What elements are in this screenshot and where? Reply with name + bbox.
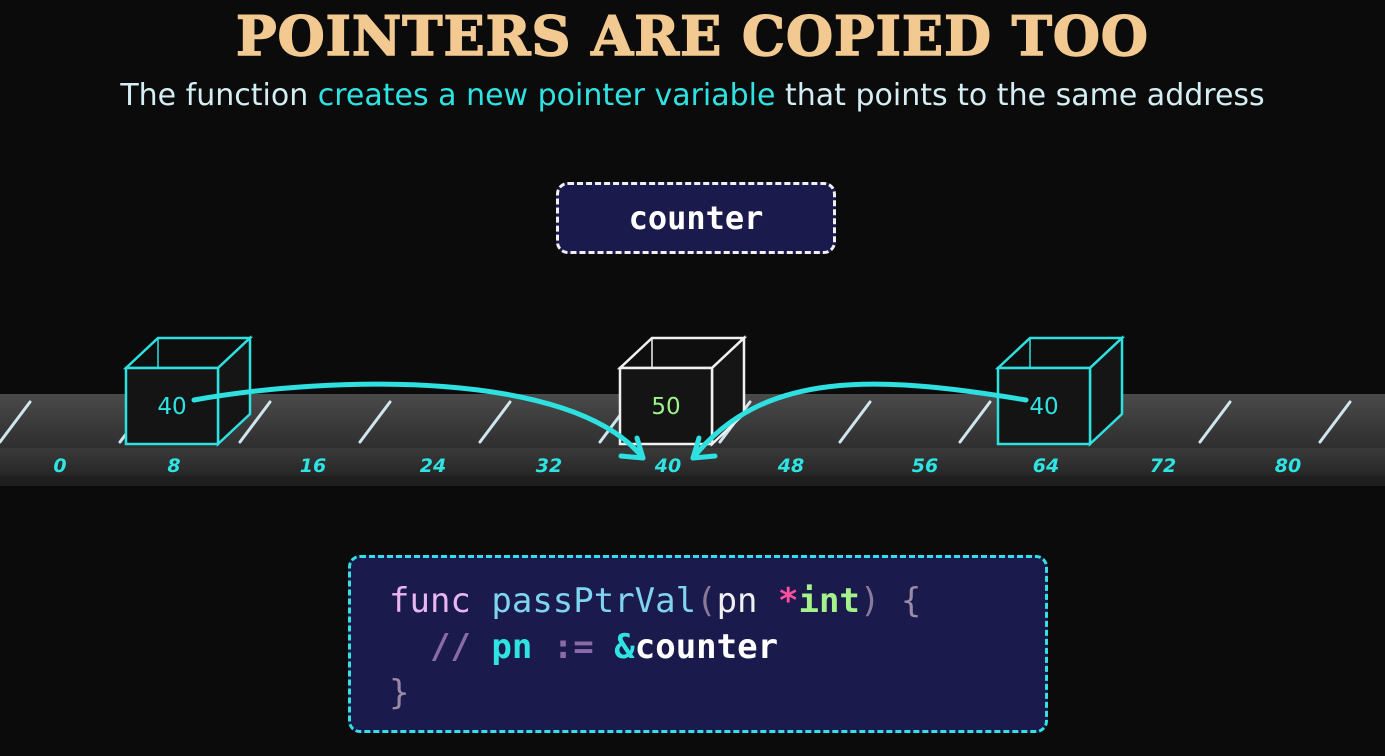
subtitle-part2: that points to the same address [775, 78, 1265, 113]
box-front [996, 366, 1092, 446]
box-value: 50 [651, 394, 680, 420]
box-front [124, 366, 220, 446]
code-snippet: func passPtrVal(pn *int) { // pn := &cou… [348, 555, 1048, 733]
track-slash [958, 400, 992, 444]
address-label: 64 [1033, 455, 1059, 477]
address-label: 16 [300, 455, 326, 477]
box-value: 40 [157, 394, 186, 420]
code-assign-op: := [552, 627, 594, 667]
address-label: 56 [912, 455, 938, 477]
address-label: 80 [1275, 455, 1301, 477]
code-comment-marker: // [429, 627, 471, 667]
subtitle-highlight: creates a new pointer variable [317, 78, 776, 113]
track-slash [478, 400, 512, 444]
code-pointer-star: * [778, 581, 799, 621]
box-front [618, 366, 714, 446]
address-label: 24 [420, 455, 446, 477]
memory-box: 40 [122, 335, 254, 447]
address-label: 48 [777, 455, 804, 477]
page-title: POINTERS ARE COPIED TOO [235, 3, 1149, 69]
track-slash [1318, 400, 1352, 444]
arrow-head [618, 435, 646, 461]
track-slash [238, 400, 272, 444]
code-open-brace: { [900, 581, 922, 621]
address-label: 40 [654, 455, 681, 477]
track-slash [358, 400, 392, 444]
pointer-arrow [191, 381, 646, 461]
subtitle-part1: The function [120, 78, 318, 113]
code-line-1: func passPtrVal(pn *int) { [389, 578, 1045, 624]
code-param-name: pn [716, 581, 758, 621]
address-label: 8 [167, 455, 180, 477]
code-line-3: } [389, 670, 1045, 716]
track-slash [1198, 400, 1232, 444]
code-ref-counter: counter [634, 627, 779, 667]
code-keyword-func: func [389, 581, 471, 621]
code-close-paren: ) [859, 581, 881, 621]
code-function-name: passPtrVal [491, 581, 697, 621]
memory-diagram: 40 50 40 0 8 16 24 32 40 48 56 64 72 80 [0, 335, 1385, 486]
code-line-2: // pn := &counter [389, 624, 1045, 670]
arrow-head [690, 435, 718, 461]
address-label: 0 [53, 455, 66, 477]
variable-label-box: counter [556, 182, 836, 254]
address-label: 72 [1150, 455, 1176, 477]
track-slash [0, 400, 32, 444]
memory-box: 40 [994, 335, 1126, 447]
code-close-brace: } [389, 673, 410, 713]
code-var-pn: pn [491, 627, 533, 667]
pointer-arrow [690, 381, 1029, 461]
track-slash [838, 400, 872, 444]
variable-label: counter [628, 199, 764, 237]
memory-box: 50 [616, 335, 748, 447]
box-value: 40 [1029, 394, 1058, 420]
code-ampersand: & [614, 627, 635, 667]
address-label: 32 [536, 455, 562, 477]
code-open-paren: ( [696, 581, 717, 621]
subtitle: The function creates a new pointer varia… [0, 78, 1385, 113]
code-type: int [798, 581, 860, 621]
